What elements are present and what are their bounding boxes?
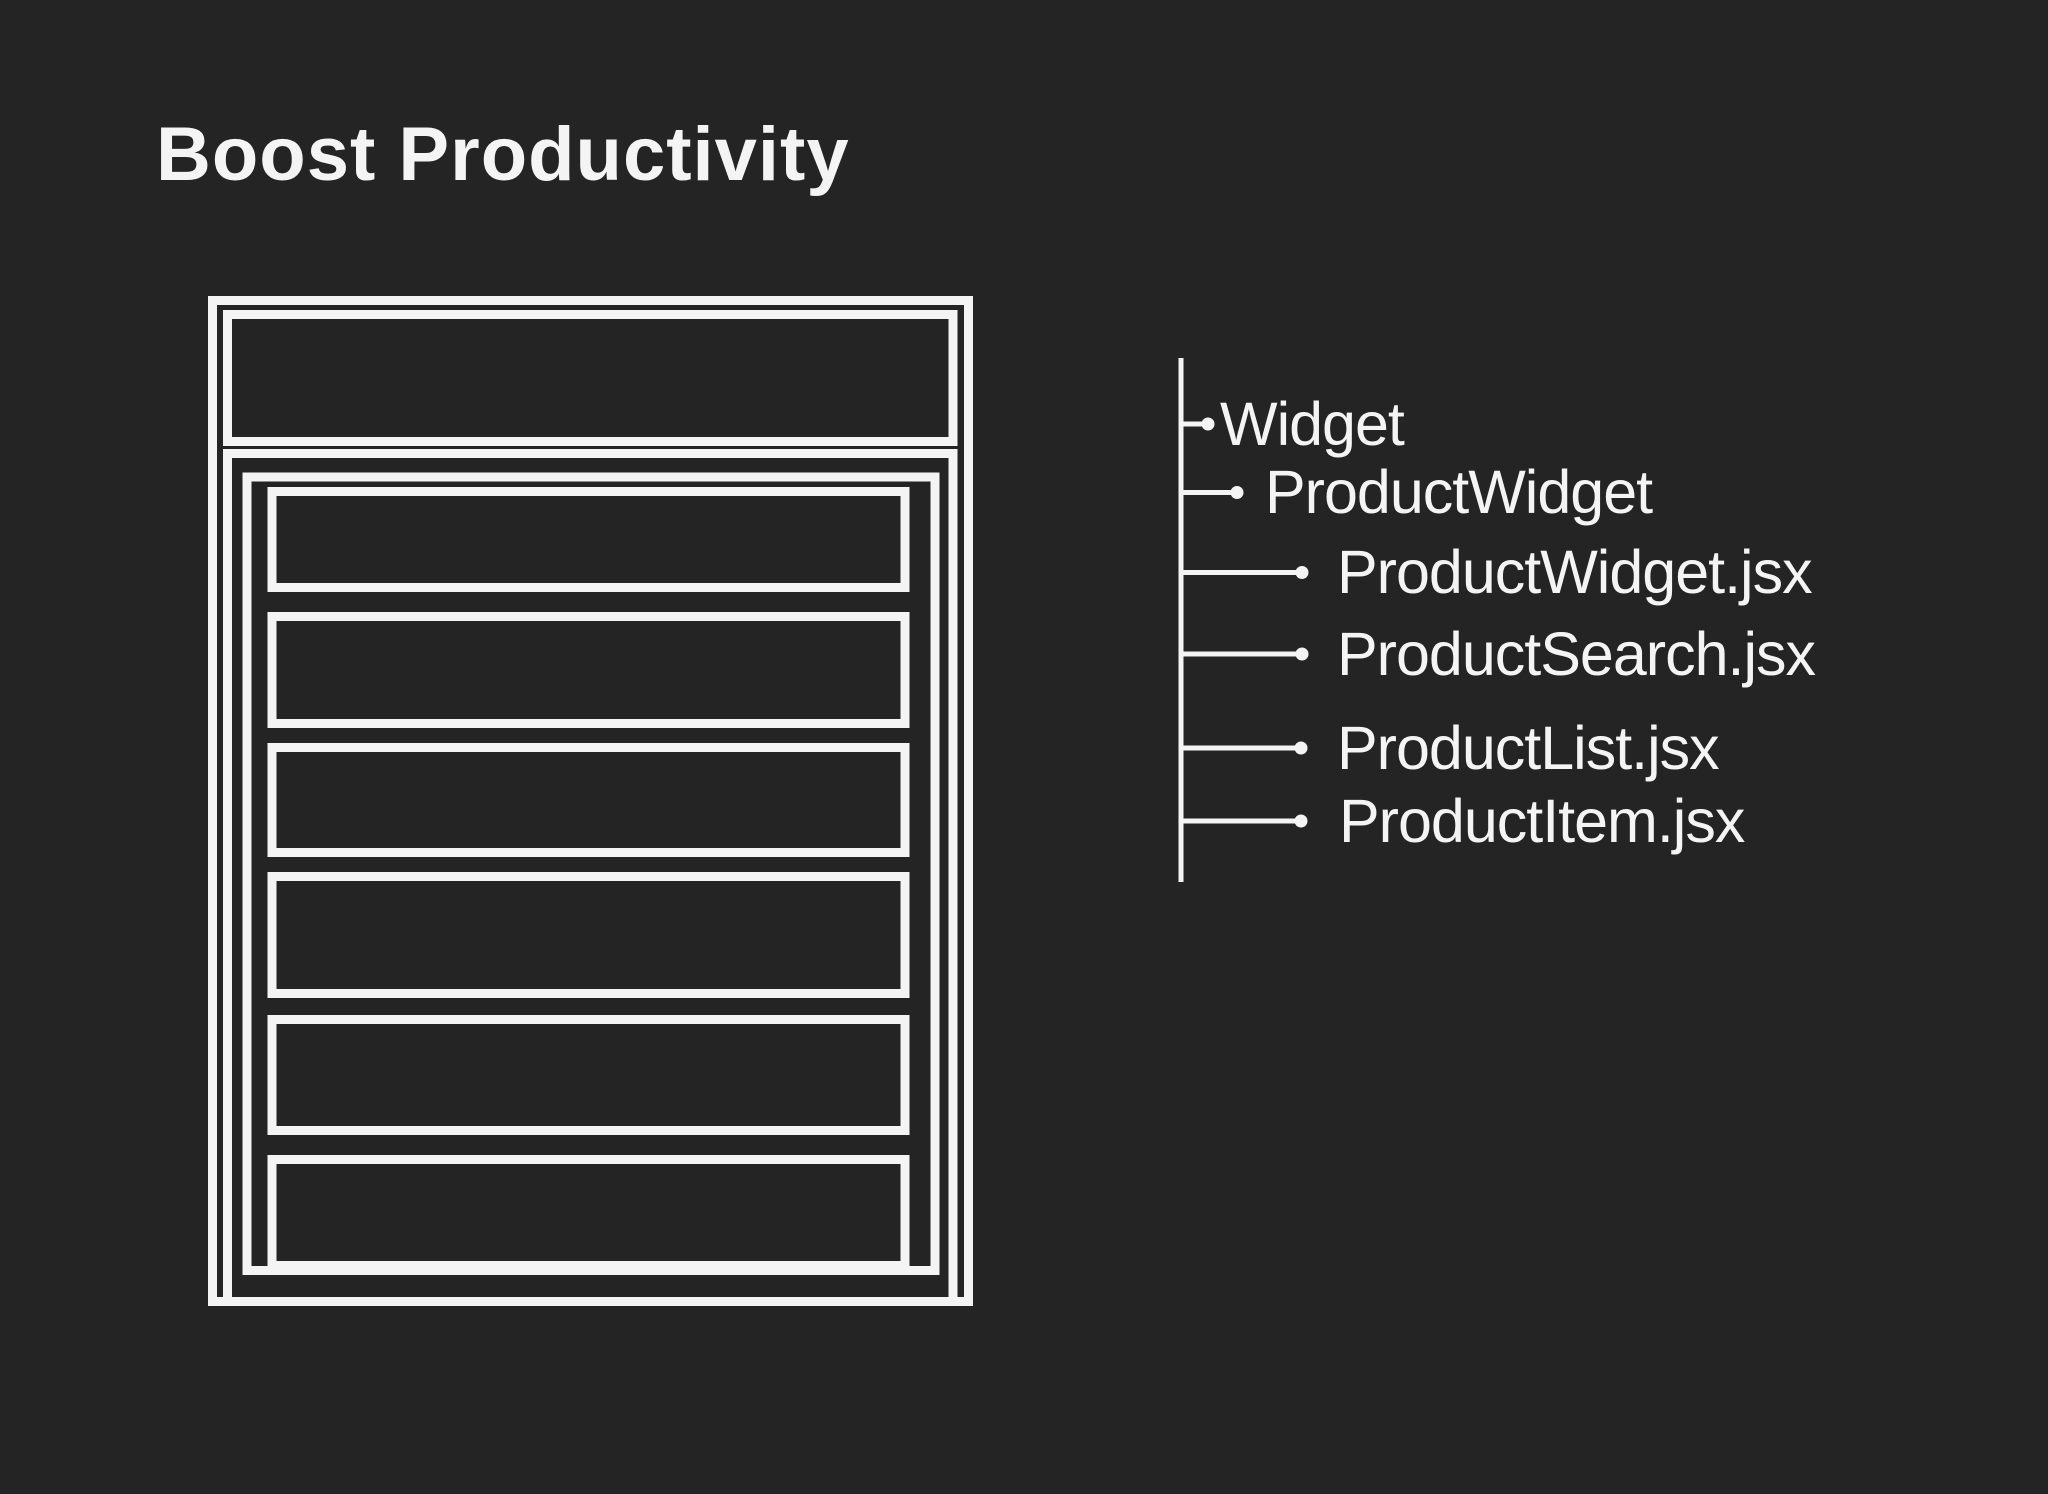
tree-item-productlist-jsx: ProductList.jsx <box>1337 714 1720 782</box>
tree-node-dot <box>1230 486 1244 499</box>
widget-list-row <box>267 1155 910 1270</box>
tree-node-dot <box>1201 417 1215 431</box>
widget-list-row <box>267 872 910 998</box>
tree-item-productsearch-jsx: ProductSearch.jsx <box>1337 620 1816 688</box>
widget-list-row <box>267 743 910 857</box>
tree-item-productwidget-jsx: ProductWidget.jsx <box>1337 538 1813 606</box>
tree-node-dot <box>1294 741 1308 755</box>
widget-list-panel <box>242 472 940 1275</box>
tree-item-widget: Widget <box>1220 390 1405 458</box>
tree-item-productitem-jsx: ProductItem.jsx <box>1339 787 1745 855</box>
widget-header-bar <box>223 310 958 446</box>
widget-list-row <box>267 612 910 728</box>
page-title: Boost Productivity <box>156 112 850 197</box>
tree-node-dot <box>1295 566 1309 579</box>
tree-node-dot <box>1295 647 1309 661</box>
tree-node-dot <box>1294 814 1308 828</box>
widget-body <box>223 449 958 1306</box>
widget-wireframe <box>208 296 973 1306</box>
tree-item-productwidget: ProductWidget <box>1265 458 1653 526</box>
tree-connectors <box>1178 358 1309 882</box>
widget-list-row <box>267 487 910 592</box>
widget-list-row <box>267 1015 910 1135</box>
